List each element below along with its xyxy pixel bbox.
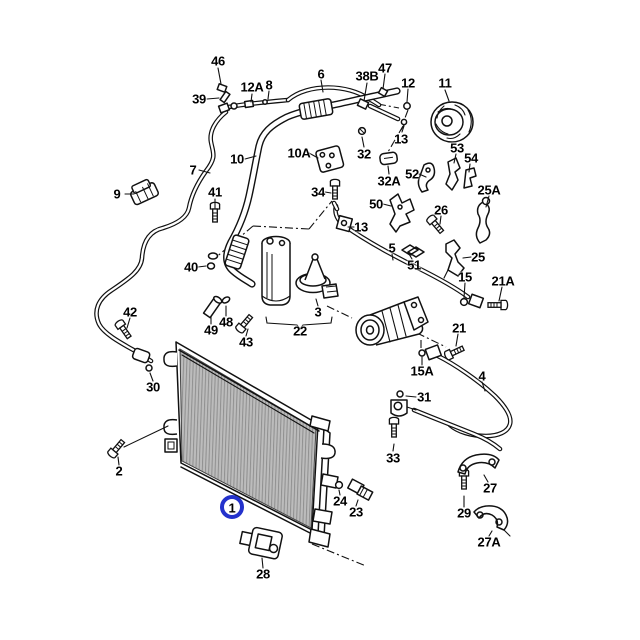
part-label-15a: 15A <box>410 363 434 379</box>
part-label-38b: 38B <box>355 68 379 84</box>
condenser-drawing <box>123 341 339 548</box>
part-label-51: 51 <box>407 257 421 273</box>
part-label-13: 13 <box>354 219 368 235</box>
part-label-13: 13 <box>394 131 408 147</box>
part-label-24: 24 <box>333 493 347 509</box>
part-label-32a: 32A <box>377 173 401 189</box>
part-label-27: 27 <box>483 480 497 496</box>
part-label-27a: 27A <box>477 534 501 550</box>
part-label-15: 15 <box>458 269 472 285</box>
compressor-drawing <box>355 296 429 346</box>
part-label-50: 50 <box>369 196 383 212</box>
refrigerant-lines-drawing <box>94 85 513 452</box>
highlight-circle-part-1 <box>220 495 244 519</box>
part-label-29: 29 <box>457 505 471 521</box>
construction-lines <box>213 103 447 567</box>
part-label-12a: 12A <box>240 79 264 95</box>
part-label-12: 12 <box>401 75 415 91</box>
part-label-7: 7 <box>189 162 197 178</box>
part-label-10a: 10A <box>287 145 311 161</box>
part-label-9: 9 <box>113 186 121 202</box>
part-label-8: 8 <box>265 77 273 93</box>
part-label-54: 54 <box>464 150 478 166</box>
part-label-33: 33 <box>386 450 400 466</box>
part-label-23: 23 <box>349 504 363 520</box>
part-label-32: 32 <box>357 146 371 162</box>
part-label-26: 26 <box>434 202 448 218</box>
part-label-42: 42 <box>123 304 137 320</box>
part-label-4: 4 <box>478 368 486 384</box>
part-label-41: 41 <box>208 184 222 200</box>
part-label-47: 47 <box>378 60 392 76</box>
part-label-3: 3 <box>314 304 322 320</box>
part-label-22: 22 <box>293 323 307 339</box>
part-label-25a: 25A <box>477 182 501 198</box>
part-label-28: 28 <box>256 566 270 582</box>
part-label-21: 21 <box>452 320 466 336</box>
clutch-pulley-drawing <box>430 101 474 143</box>
part-label-31: 31 <box>417 389 431 405</box>
part-label-48: 48 <box>219 314 233 330</box>
part-label-34: 34 <box>311 184 325 200</box>
small-parts-drawing <box>106 83 511 560</box>
part-label-11: 11 <box>438 75 452 91</box>
part-label-43: 43 <box>239 334 253 350</box>
part-label-1: 1 <box>228 500 236 516</box>
part-label-5: 5 <box>388 240 396 256</box>
part-label-53: 53 <box>450 140 464 156</box>
part-label-6: 6 <box>317 66 325 82</box>
part-label-25: 25 <box>471 249 485 265</box>
part-label-40: 40 <box>184 259 198 275</box>
part-label-10: 10 <box>230 151 244 167</box>
receiver-drier-drawing <box>261 235 339 330</box>
leader-lines <box>117 67 503 569</box>
part-label-46: 46 <box>211 53 225 69</box>
part-label-39: 39 <box>192 91 206 107</box>
part-label-2: 2 <box>115 463 123 479</box>
part-label-49: 49 <box>204 322 218 338</box>
part-label-30: 30 <box>146 379 160 395</box>
part-label-52: 52 <box>405 166 419 182</box>
part-label-21a: 21A <box>491 273 515 289</box>
